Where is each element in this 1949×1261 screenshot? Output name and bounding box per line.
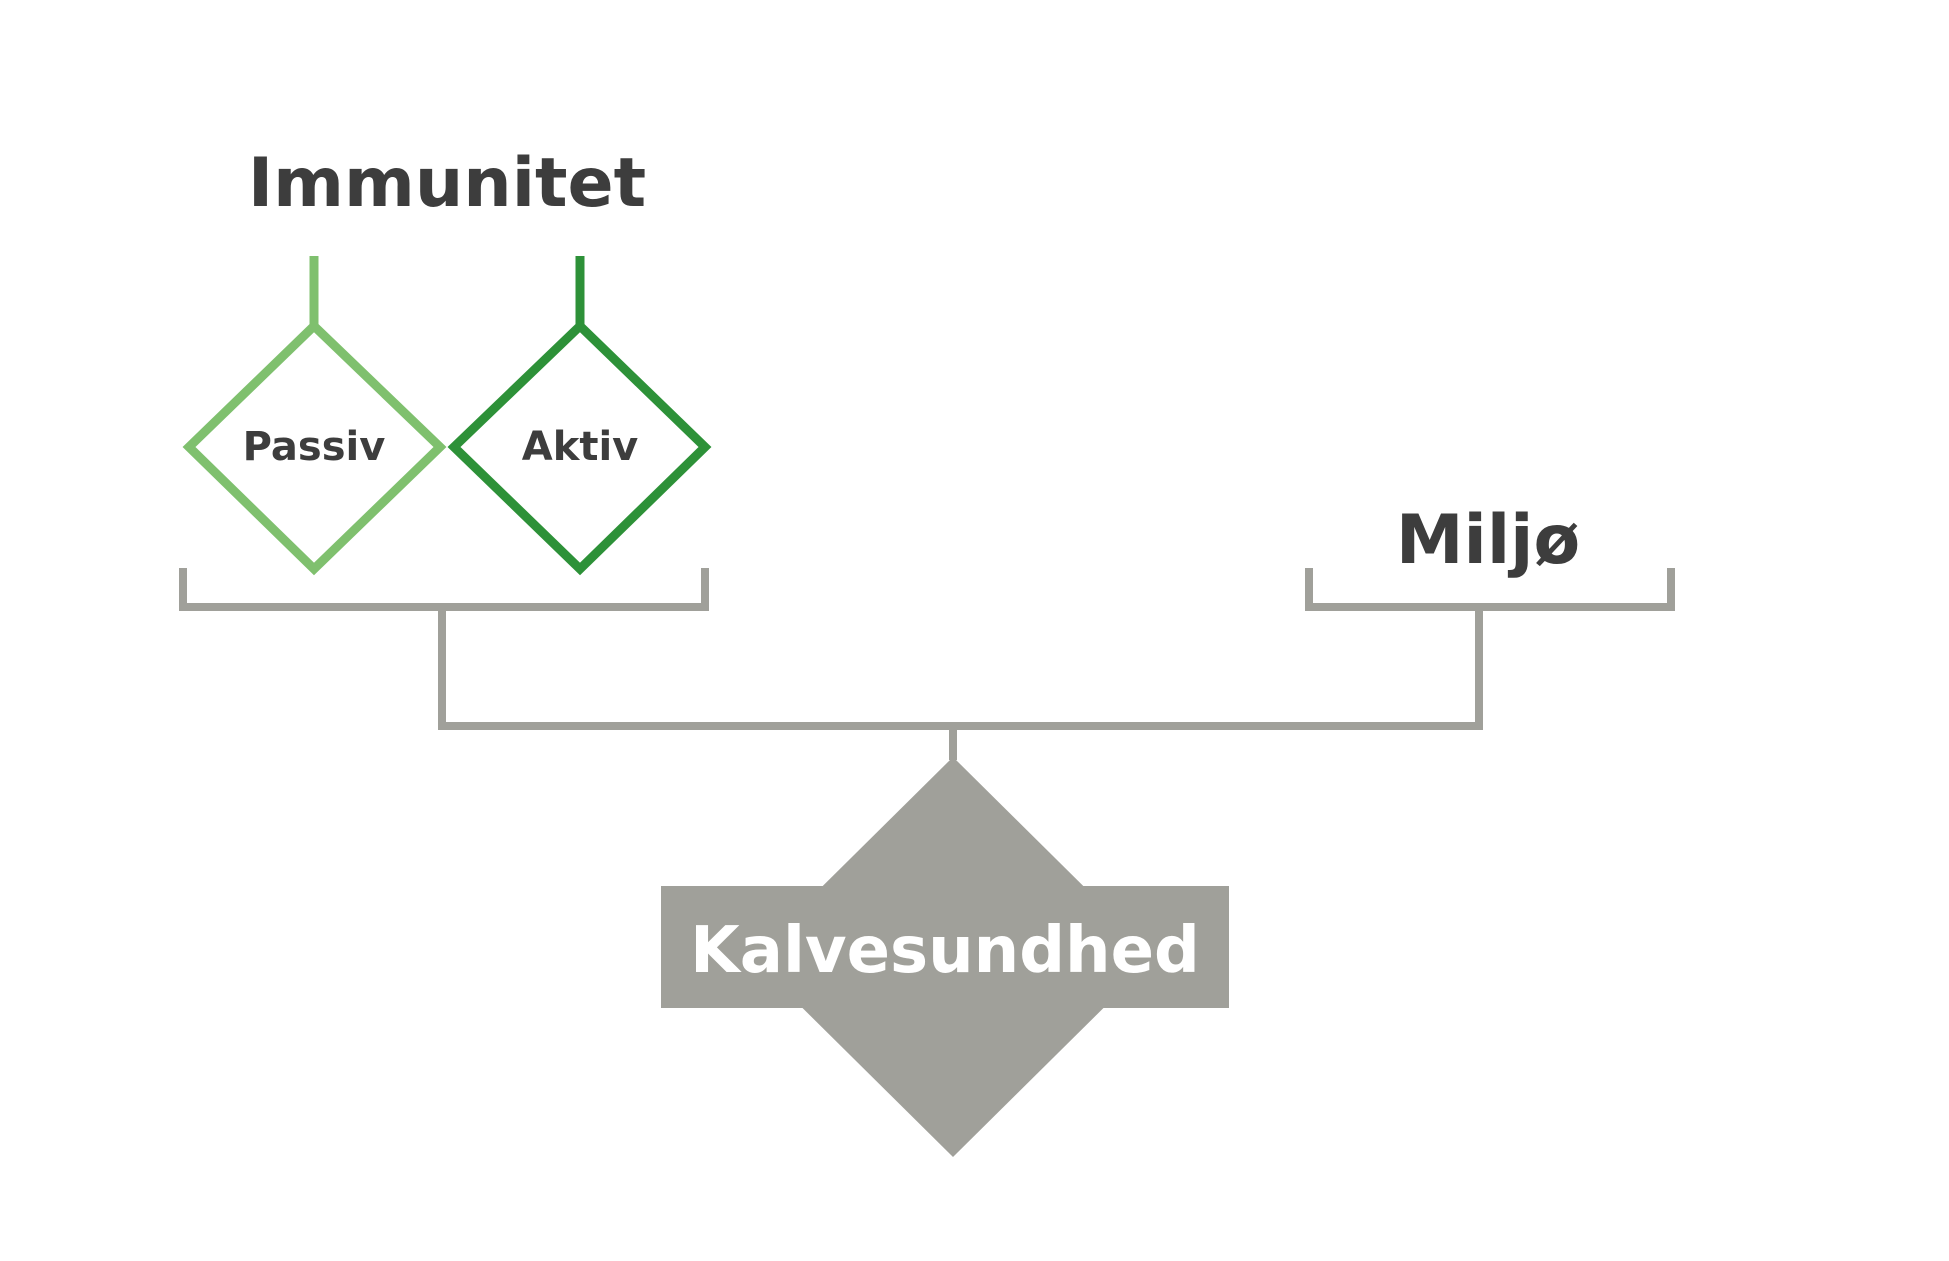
active-label: Aktiv [522,424,638,470]
immunity-title: Immunitet [248,144,646,223]
immunity-bracket [179,568,709,611]
environment-title: Miljø [1396,501,1580,580]
passive-diamond [182,319,447,576]
calf-health-label: Kalvesundhed [690,914,1200,988]
passive-label: Passiv [243,424,386,470]
active-diamond [447,319,712,576]
calf-health-band [661,886,1229,1008]
environment-bracket [1305,568,1675,611]
